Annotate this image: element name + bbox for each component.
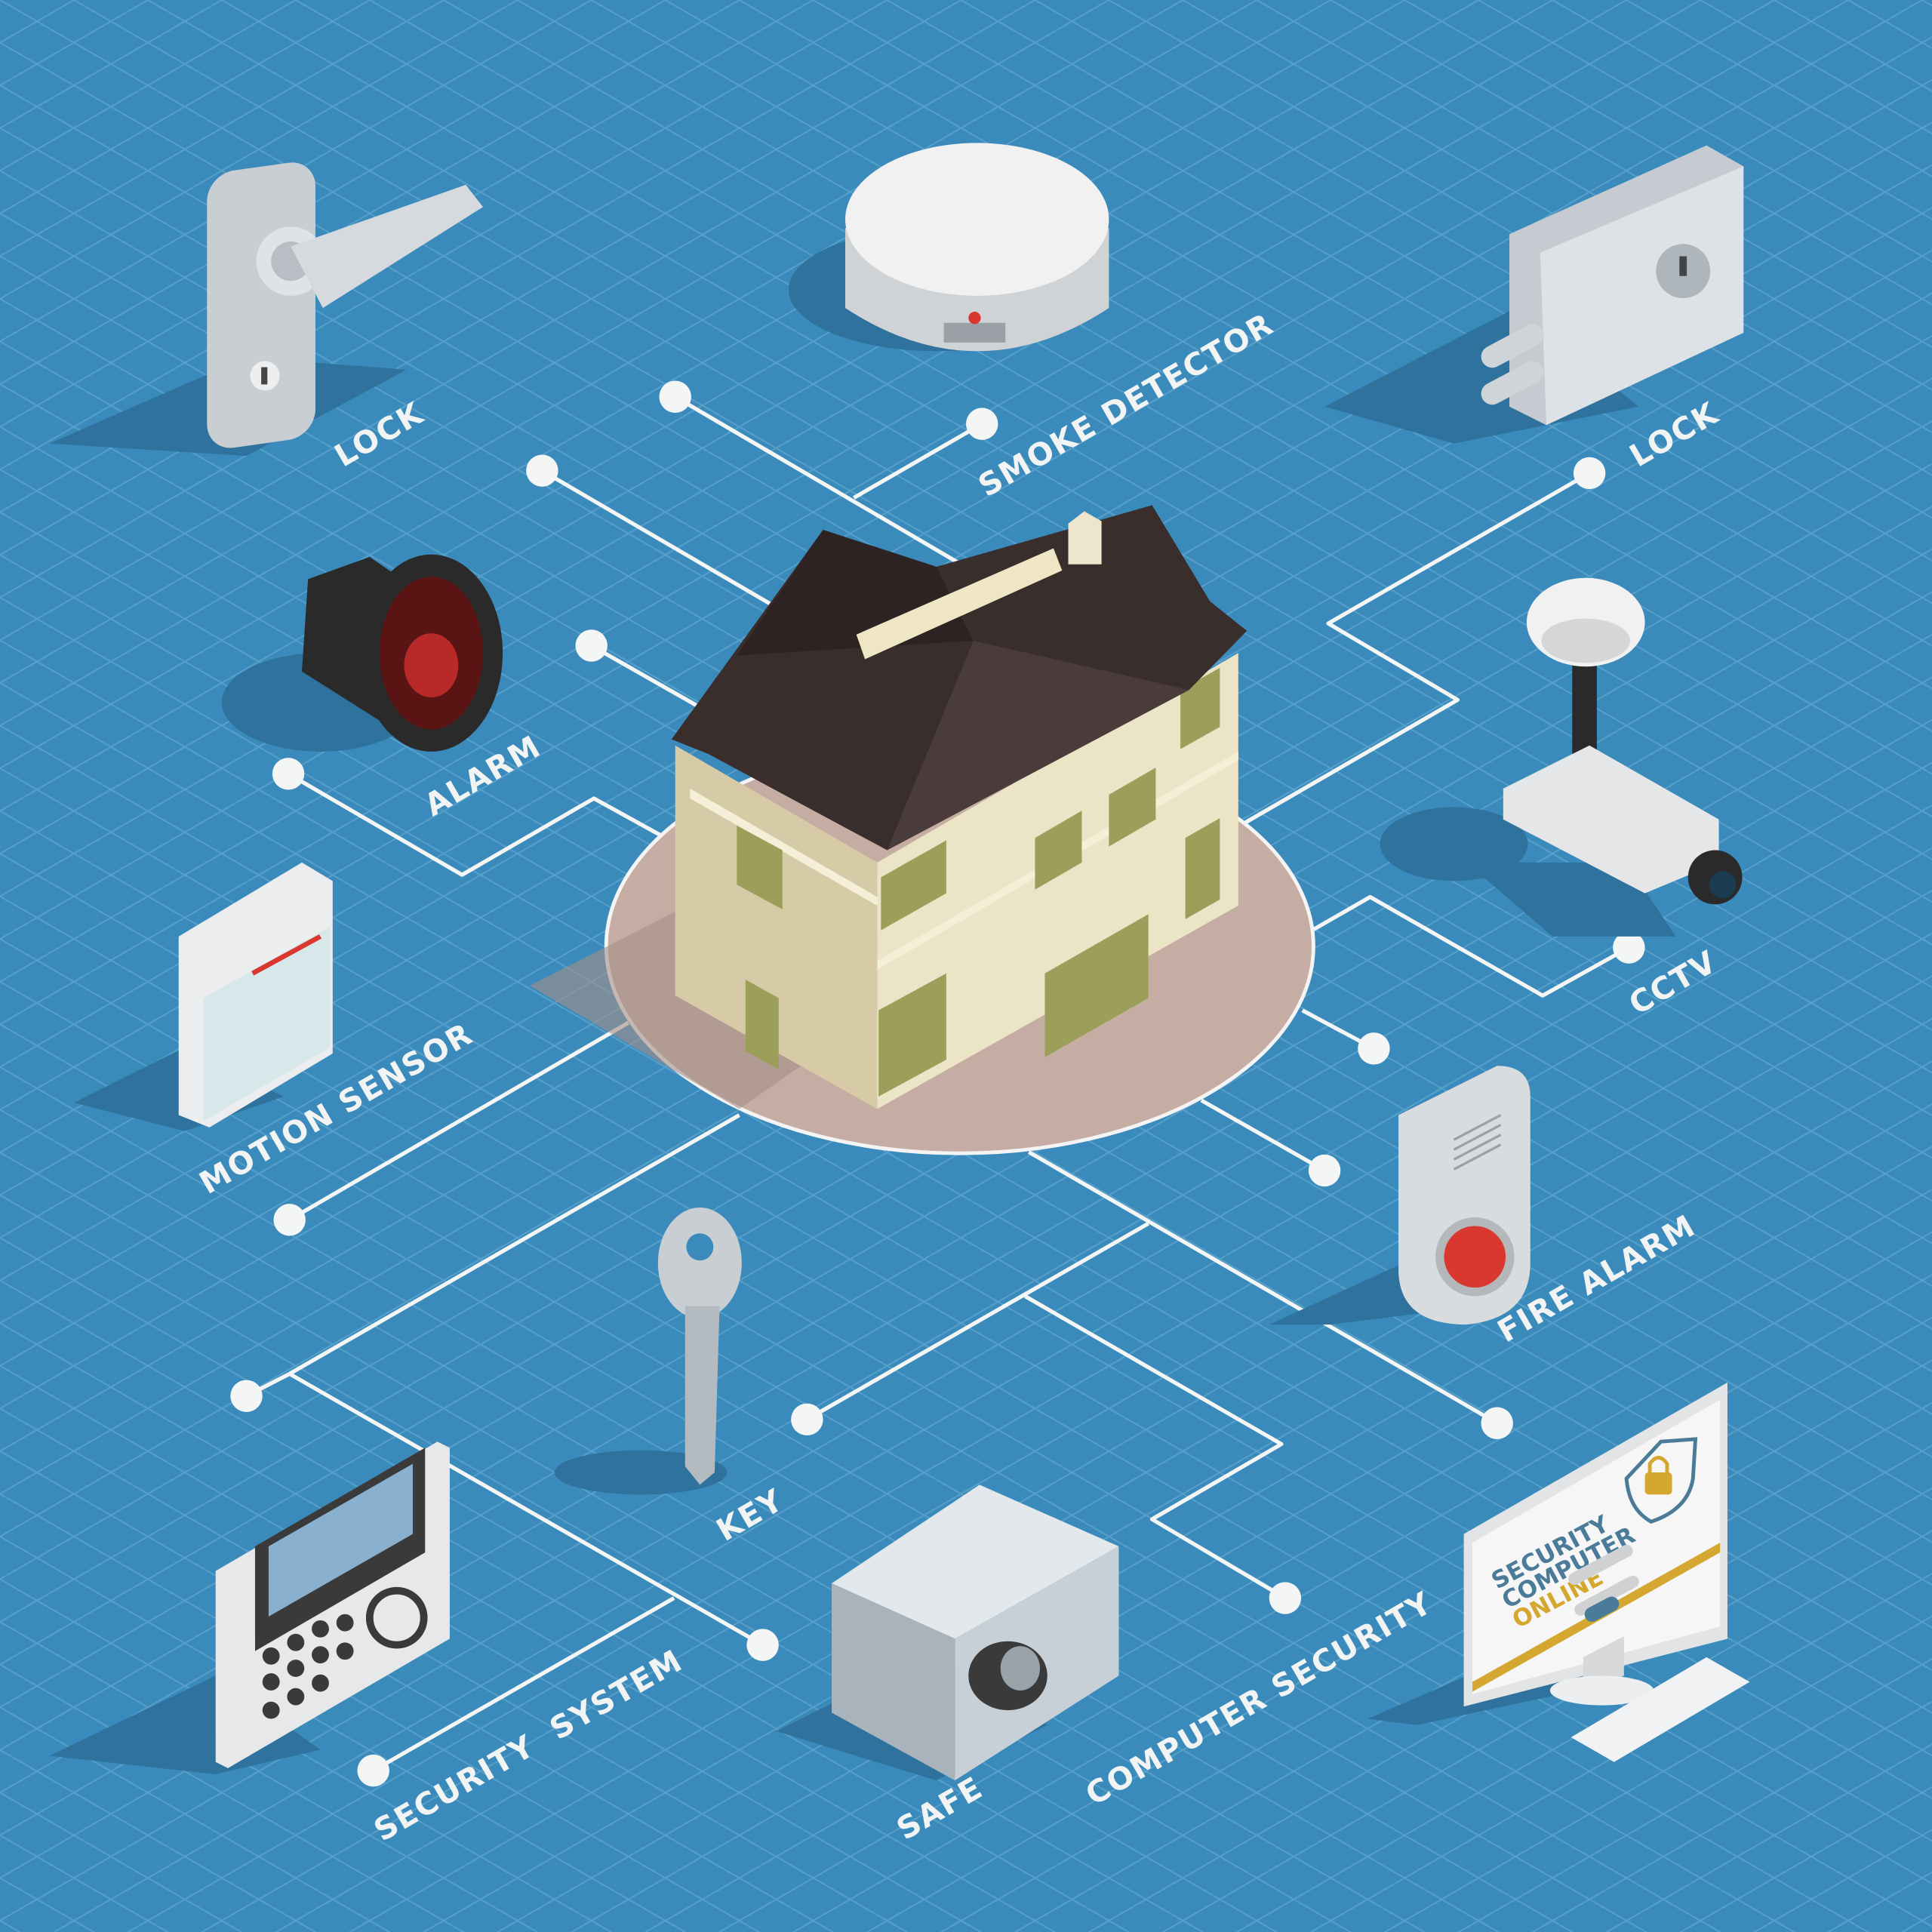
cctv-camera-device	[1380, 577, 1743, 937]
house-right-wall	[877, 653, 1238, 1109]
security-keypad-device	[49, 1441, 450, 1775]
connector-dot	[1269, 1582, 1302, 1614]
connector-dot	[659, 380, 691, 413]
safe-device	[776, 1484, 1119, 1781]
connector-dot	[273, 1204, 306, 1236]
connector-dot	[791, 1403, 823, 1436]
chimney	[1068, 511, 1102, 565]
connector-dot	[1573, 457, 1606, 490]
fire-alarm-device	[1269, 1066, 1531, 1325]
connector-dot	[1481, 1407, 1513, 1439]
house	[530, 505, 1315, 1155]
connector-dot	[272, 758, 305, 790]
connector-lines	[230, 380, 1645, 1787]
alarm-siren-device	[221, 554, 503, 752]
lock-handle-device	[49, 162, 483, 457]
keyboard	[1571, 1657, 1750, 1762]
computer-monitor-device: SECURITY COMPUTER ONLINE	[1367, 1382, 1750, 1762]
key-device	[554, 1208, 742, 1495]
shield-padlock-icon	[1624, 1437, 1698, 1524]
connector-dot	[230, 1380, 263, 1413]
connector-dot	[526, 454, 558, 487]
connector-dot	[746, 1629, 779, 1661]
smoke-detector-device	[788, 143, 1109, 352]
house-windows	[737, 667, 1220, 1097]
lock-box-device	[1324, 145, 1744, 444]
connector-dot	[575, 629, 608, 662]
motion-sensor-device	[73, 862, 333, 1131]
connector-dot	[1308, 1154, 1341, 1187]
connector-dot	[966, 408, 998, 440]
roof-skylight	[856, 548, 1063, 660]
house-left-wall	[675, 745, 878, 1109]
connector-dot	[1613, 931, 1645, 964]
connector-dot	[1358, 1032, 1390, 1065]
connector-dot	[357, 1754, 389, 1787]
